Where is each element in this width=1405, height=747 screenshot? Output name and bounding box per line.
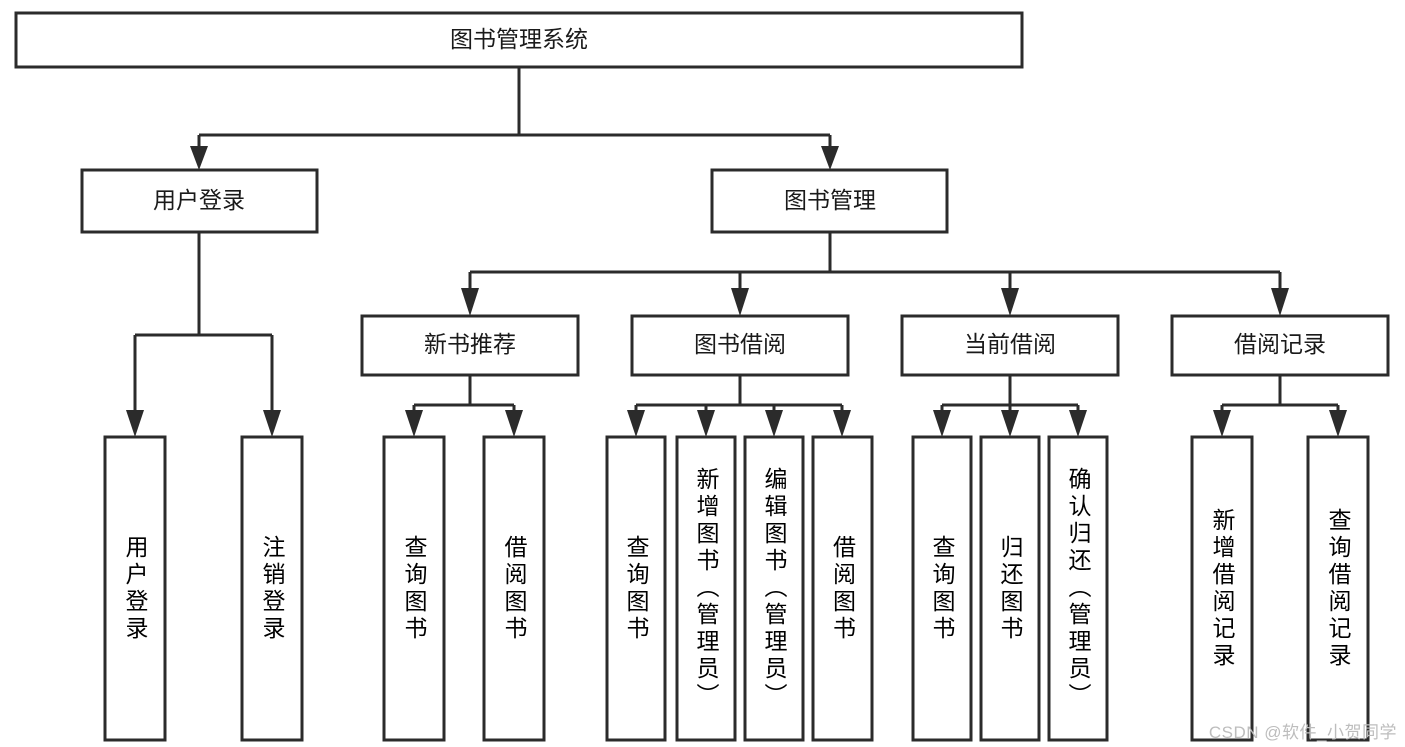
node-user-login[interactable]: 用户登录 — [80, 168, 319, 234]
node-book-management-box[interactable] — [710, 168, 949, 234]
arrow-leaf-user-login — [126, 410, 144, 437]
leaf-add-book[interactable]: 新增图书（管理员） — [675, 435, 737, 742]
leaf-recommend-query-book-box[interactable] — [382, 435, 446, 742]
leaf-borrow-borrow-book-label: 借阅图书 — [829, 534, 856, 643]
arrow-leaf-query-book-1 — [405, 410, 423, 437]
arrow-to-book-management — [821, 146, 839, 170]
arrow-to-user-login — [190, 146, 208, 170]
leaf-edit-book-box[interactable] — [743, 435, 805, 742]
leaf-return-book-box[interactable] — [979, 435, 1041, 742]
node-book-borrow[interactable]: 图书借阅 — [630, 314, 850, 377]
arrow-to-borrow-record — [1271, 288, 1289, 316]
leaf-logout-label: 注销登录 — [259, 534, 285, 643]
leaf-recommend-borrow-book-label: 借阅图书 — [501, 534, 527, 643]
leaf-confirm-return[interactable]: 确认归还（管理员） — [1047, 435, 1109, 742]
arrow-leaf-add-book — [697, 410, 715, 437]
node-book-borrow-box[interactable] — [630, 314, 850, 377]
arrow-leaf-query-book-2 — [627, 410, 645, 437]
leaf-borrow-borrow-book-box[interactable] — [811, 435, 874, 742]
leaf-return-book-label: 归还图书 — [997, 534, 1023, 643]
node-user-login-label: 用户登录 — [153, 187, 245, 213]
node-borrow-record[interactable]: 借阅记录 — [1170, 314, 1390, 377]
leaf-recommend-query-book-label: 查询图书 — [401, 534, 427, 643]
leaf-borrow-borrow-book[interactable]: 借阅图书 — [811, 435, 874, 742]
node-root-system[interactable]: 图书管理系统 — [14, 11, 1024, 69]
arrow-leaf-return-book — [1001, 410, 1019, 437]
leaf-add-book-box[interactable] — [675, 435, 737, 742]
leaf-add-record[interactable]: 新增借阅记录 — [1190, 435, 1254, 742]
node-new-book-recommend-label: 新书推荐 — [424, 331, 516, 357]
leaf-recommend-borrow-book[interactable]: 借阅图书 — [482, 435, 546, 742]
arrow-leaf-add-record — [1213, 410, 1231, 437]
leaf-add-record-box[interactable] — [1190, 435, 1254, 742]
node-book-management-label: 图书管理 — [784, 187, 876, 213]
arrow-to-new-book-recommend — [461, 288, 479, 316]
node-current-borrow[interactable]: 当前借阅 — [900, 314, 1120, 377]
leaf-confirm-return-box[interactable] — [1047, 435, 1109, 742]
leaf-user-login-label: 用户登录 — [122, 534, 148, 643]
arrow-leaf-edit-book — [765, 410, 783, 437]
leaf-add-book-label: 新增图书（管理员） — [693, 467, 719, 710]
node-user-login-box[interactable] — [80, 168, 319, 234]
leaf-edit-book-label: 编辑图书（管理员） — [761, 467, 787, 710]
arrow-to-current-borrow — [1001, 288, 1019, 316]
leaf-current-query-book-label: 查询图书 — [929, 534, 955, 643]
node-new-book-recommend-box[interactable] — [360, 314, 580, 377]
leaf-confirm-return-label: 确认归还（管理员） — [1065, 467, 1091, 710]
leaf-query-record-box[interactable] — [1306, 435, 1370, 742]
arrow-leaf-borrow-book-1 — [505, 410, 523, 437]
arrow-leaf-confirm-return — [1069, 410, 1087, 437]
node-root-box[interactable] — [14, 11, 1024, 69]
leaf-query-record[interactable]: 查询借阅记录 — [1306, 435, 1370, 742]
connectors-layer — [126, 67, 1347, 437]
arrow-leaf-borrow-book-2 — [833, 410, 851, 437]
node-root-label: 图书管理系统 — [450, 26, 588, 52]
leaf-logout-box[interactable] — [240, 435, 304, 742]
leaf-borrow-query-book[interactable]: 查询图书 — [605, 435, 667, 742]
arrow-leaf-query-book-3 — [933, 410, 951, 437]
node-borrow-record-box[interactable] — [1170, 314, 1390, 377]
leaf-borrow-query-book-box[interactable] — [605, 435, 667, 742]
leaf-borrow-query-book-label: 查询图书 — [623, 534, 649, 643]
leaf-current-query-book-box[interactable] — [911, 435, 973, 742]
leaf-user-login[interactable]: 用户登录 — [103, 435, 167, 742]
leaf-user-login-box[interactable] — [103, 435, 167, 742]
node-current-borrow-box[interactable] — [900, 314, 1120, 377]
leaf-current-query-book[interactable]: 查询图书 — [911, 435, 973, 742]
leaf-return-book[interactable]: 归还图书 — [979, 435, 1041, 742]
leaf-edit-book[interactable]: 编辑图书（管理员） — [743, 435, 805, 742]
arrow-to-book-borrow — [731, 288, 749, 316]
node-book-borrow-label: 图书借阅 — [694, 331, 786, 357]
node-current-borrow-label: 当前借阅 — [964, 331, 1056, 357]
node-borrow-record-label: 借阅记录 — [1234, 331, 1326, 357]
arrow-leaf-logout — [263, 410, 281, 437]
leaf-logout[interactable]: 注销登录 — [240, 435, 304, 742]
node-new-book-recommend[interactable]: 新书推荐 — [360, 314, 580, 377]
leaf-add-record-label: 新增借阅记录 — [1209, 507, 1235, 670]
arrow-leaf-query-record — [1329, 410, 1347, 437]
leaf-query-record-label: 查询借阅记录 — [1325, 507, 1351, 670]
leaf-recommend-borrow-book-box[interactable] — [482, 435, 546, 742]
node-book-management[interactable]: 图书管理 — [710, 168, 949, 234]
leaf-recommend-query-book[interactable]: 查询图书 — [382, 435, 446, 742]
